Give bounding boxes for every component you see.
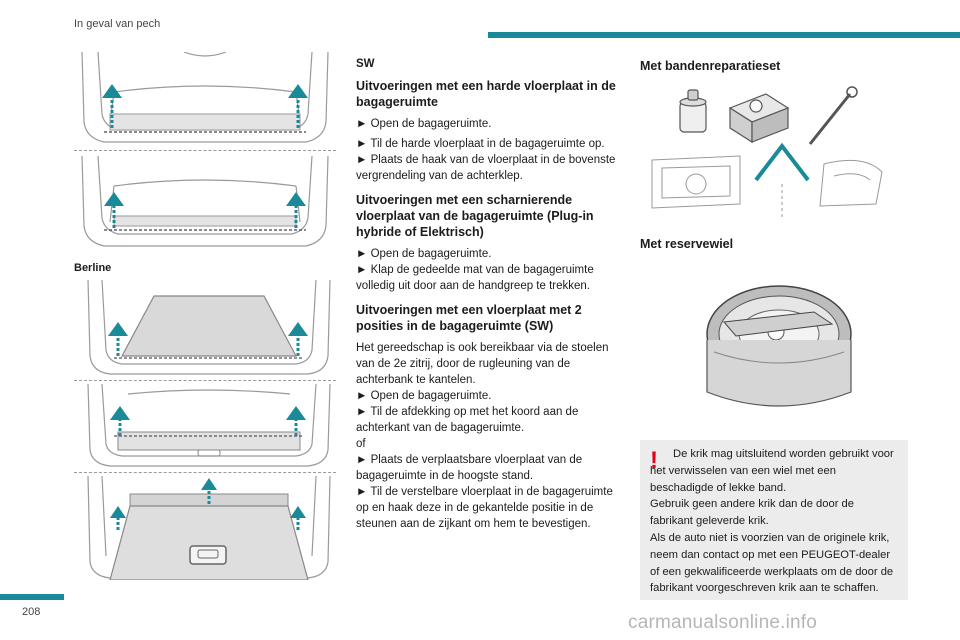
watermark: carmanualsonline.info [628,612,818,633]
warning-line: Als de auto niet is voorzien van de orig… [650,531,894,595]
header-accent-bar [488,32,960,38]
sw-trunk-floor-illustration-1 [81,52,329,143]
instruction-line: ► Til de harde vloerplaat in de bagageru… [356,138,605,150]
repair-kit-heading: Met bandenreparatieset [640,59,781,73]
sw-trunk-floor-illustration-2 [81,156,329,247]
berline-trunk-illustration-1 [87,280,331,375]
illustration-separator [74,150,336,151]
illustration-separator [74,380,336,381]
warning-icon: ! [650,447,658,474]
repair-kit-illustration [651,86,883,218]
instruction-line: ► Open de bagageruimte. [356,248,492,260]
section-heading-two-position-floor: Uitvoeringen met een vloerplaat met 2 po… [356,303,582,333]
section-title: In geval van pech [74,18,161,30]
illustration-separator [74,472,336,473]
spare-wheel-heading: Met reservewiel [640,237,734,251]
instruction-line: ► Klap de gedeelde mat van de bagageruim… [356,264,594,292]
instruction-line: ► Open de bagageruimte. [356,390,492,402]
section-heading-hinged-floor: Uitvoeringen met een scharnierende vloer… [356,193,594,239]
sw-label: SW [356,58,375,70]
warning-line: Gebruik geen andere krik dan de door de … [650,498,854,528]
spare-wheel-illustration [706,285,852,407]
berline-trunk-illustration-2 [87,384,331,467]
section-heading-hard-floor: Uitvoeringen met een harde vloerplaat in… [356,79,616,109]
footer-accent-bar [0,594,64,600]
instruction-line: ► Plaats de haak van de vloerplaat in de… [356,154,616,182]
berline-trunk-illustration-3 [87,476,331,580]
page-number: 208 [22,606,41,618]
instruction-line: ► Til de afdekking op met het koord aan … [356,406,579,434]
instructions-column: SW Uitvoeringen met een harde vloerplaat… [356,58,618,532]
instruction-line: ► Plaats de verplaatsbare vloerplaat van… [356,454,583,482]
instruction-line: ► Open de bagageruimte. [356,118,492,130]
instruction-line: ► Til de verstelbare vloerplaat in de ba… [356,486,613,530]
warning-line: De krik mag uitsluitend worden gebruikt … [650,448,894,494]
instruction-line: of [356,438,366,450]
warning-box: ! De krik mag uitsluitend worden gebruik… [640,440,908,600]
warning-text: De krik mag uitsluitend worden gebruikt … [650,446,898,597]
berline-label: Berline [74,262,112,274]
instruction-line: Het gereedschap is ook bereikbaar via de… [356,342,609,386]
